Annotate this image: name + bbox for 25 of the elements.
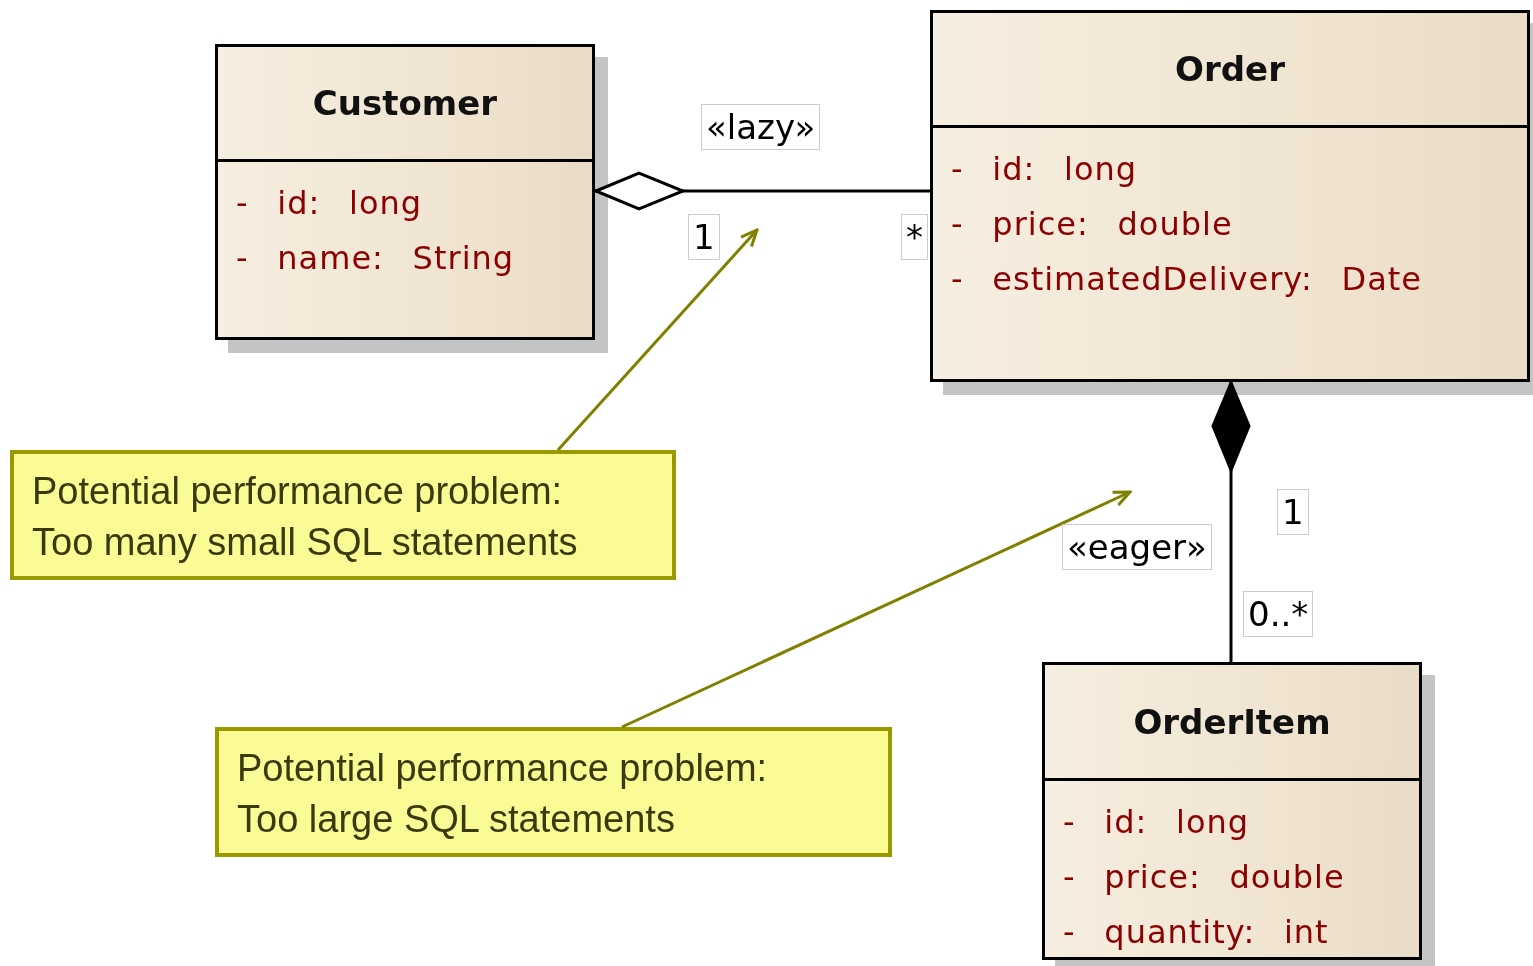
class-name: OrderItem bbox=[1045, 665, 1419, 781]
attribute: - id: long bbox=[1063, 803, 1250, 841]
multiplicity-label: 1 bbox=[688, 214, 720, 260]
attribute: - id: long bbox=[236, 184, 423, 222]
association-line bbox=[594, 171, 930, 211]
note-box bbox=[215, 727, 892, 857]
association-line bbox=[1211, 381, 1251, 662]
attribute: - price: double bbox=[1063, 858, 1345, 896]
attribute: - id: long bbox=[951, 150, 1138, 188]
note-text: Potential performance problem: Too large SQL statements bbox=[237, 746, 769, 842]
stereotype-label: «eager» bbox=[1062, 524, 1212, 570]
class-name: Order bbox=[933, 13, 1527, 128]
attribute: - price: double bbox=[951, 205, 1233, 243]
note-box bbox=[10, 450, 676, 580]
leader-arrow bbox=[556, 228, 759, 451]
multiplicity-label: 0..* bbox=[1243, 591, 1314, 637]
multiplicity-label: 1 bbox=[1277, 489, 1309, 535]
multiplicity-label: * bbox=[901, 214, 928, 260]
attribute: - quantity: int bbox=[1063, 913, 1329, 951]
leader-arrow bbox=[621, 490, 1132, 729]
attribute: - estimatedDelivery: Date bbox=[951, 260, 1422, 298]
note-text: Potential performance problem: Too many small SQL statements bbox=[32, 469, 579, 565]
stereotype-label: «lazy» bbox=[701, 104, 821, 150]
attribute: - name: String bbox=[236, 239, 515, 277]
class-name: Customer bbox=[218, 47, 592, 162]
